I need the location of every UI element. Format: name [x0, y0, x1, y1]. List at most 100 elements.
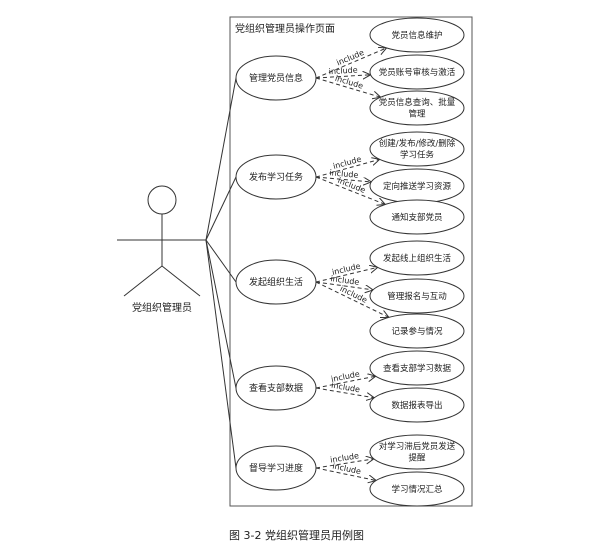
included-use-case[interactable]: 发起线上组织生活 — [369, 240, 465, 276]
included-use-case-ellipse[interactable] — [369, 278, 465, 314]
included-use-case-label: 发起线上组织生活 — [383, 253, 452, 264]
label-line: 管理党员信息 — [249, 72, 303, 84]
included-use-case[interactable]: 记录参与情况 — [369, 313, 465, 349]
label-line: 学习任务 — [400, 150, 435, 161]
use-case-label: 发起组织生活 — [249, 276, 303, 288]
included-use-case[interactable]: 党员账号审核与激活 — [369, 54, 465, 90]
included-use-case[interactable]: 党员信息维护 — [369, 17, 465, 53]
included-use-case-label: 数据报表导出 — [391, 400, 442, 411]
included-use-case-label: 创建/发布/修改/删除学习任务 — [379, 138, 456, 161]
system-title: 党组织管理员操作页面 — [235, 22, 335, 35]
included-use-case-ellipse[interactable] — [369, 350, 465, 386]
include-arrow — [315, 75, 371, 78]
include-label: include — [335, 48, 365, 68]
label-line: 学习情况汇总 — [391, 484, 443, 495]
include-arrow — [315, 281, 373, 290]
included-use-case[interactable]: 党员信息查询、批量管理 — [369, 90, 465, 126]
included-use-case-label: 记录参与情况 — [391, 326, 443, 337]
include-label: include — [330, 274, 360, 287]
included-use-case-label: 通知支部党员 — [391, 212, 442, 223]
included-use-case-ellipse[interactable] — [369, 199, 465, 235]
use-case-label: 发布学习任务 — [249, 171, 303, 183]
association-line — [205, 176, 237, 241]
association-line — [205, 239, 237, 389]
include-arrow — [315, 376, 376, 389]
label-line: 记录参与情况 — [391, 326, 443, 337]
included-use-case[interactable]: 学习情况汇总 — [369, 471, 465, 507]
actor-left-leg — [123, 265, 163, 297]
included-use-case-label: 党员账号审核与激活 — [379, 67, 456, 78]
include-arrow — [315, 48, 387, 79]
label-line: 查看支部数据 — [249, 382, 303, 394]
label-line: 发起线上组织生活 — [383, 253, 452, 264]
include-arrow — [315, 176, 385, 204]
actor-right-leg — [161, 265, 201, 297]
label-line: 管理报名与互动 — [387, 291, 447, 302]
label-line: 定向推送学习资源 — [383, 181, 452, 192]
use-cases: 管理党员信息 include 党员信息维护 include 党员账号审核与激活 inclu… — [205, 17, 465, 507]
label-line: 数据报表导出 — [391, 400, 442, 411]
association-line — [205, 239, 237, 469]
included-use-case[interactable]: 对学习滞后党员发送提醒 — [369, 434, 465, 470]
actor-head — [147, 185, 177, 215]
label-line: 督导学习进度 — [249, 462, 303, 474]
included-use-case-ellipse[interactable] — [369, 240, 465, 276]
use-case-label: 督导学习进度 — [249, 462, 303, 474]
included-use-case-ellipse[interactable] — [369, 90, 465, 126]
included-use-case-ellipse[interactable] — [369, 131, 465, 167]
include-label: include — [334, 74, 364, 91]
label-line: 查看支部学习数据 — [383, 363, 452, 374]
association-line — [205, 239, 237, 283]
included-use-case-ellipse[interactable] — [369, 387, 465, 423]
use-case[interactable]: 督导学习进度 — [235, 445, 317, 491]
use-case[interactable]: 发起组织生活 — [235, 259, 317, 305]
include-arrow — [315, 387, 374, 398]
included-use-case[interactable]: 查看支部学习数据 — [369, 350, 465, 386]
include-label: include — [331, 381, 361, 395]
include-label: include — [329, 168, 359, 180]
include-arrow — [315, 77, 381, 97]
included-use-case-label: 对学习滞后党员发送提醒 — [379, 441, 456, 464]
include-arrow — [315, 176, 371, 182]
included-use-case[interactable]: 管理报名与互动 — [369, 278, 465, 314]
figure-caption: 图 3-2 党组织管理员用例图 — [229, 529, 364, 542]
use-case-diagram: 党组织管理员操作页面 党组织管理员 管理党员信息 include 党员信息维护 inc… — [117, 16, 473, 507]
use-case-label: 管理党员信息 — [249, 72, 303, 84]
included-use-case-ellipse[interactable] — [369, 54, 465, 90]
included-use-case-ellipse[interactable] — [369, 471, 465, 507]
label-line: 发布学习任务 — [249, 171, 303, 183]
include-arrow — [315, 267, 378, 283]
included-use-case[interactable]: 通知支部党员 — [369, 199, 465, 235]
use-case[interactable]: 管理党员信息 — [235, 55, 317, 101]
label-line: 党员信息查询、批量 — [379, 97, 456, 108]
label-line: 提醒 — [408, 453, 426, 464]
included-use-case-ellipse[interactable] — [369, 434, 465, 470]
system-boundary — [229, 16, 473, 507]
label-line: 党员信息维护 — [391, 30, 442, 41]
included-use-case-ellipse[interactable] — [369, 313, 465, 349]
label-line: 管理 — [408, 109, 426, 120]
use-case-label: 查看支部数据 — [249, 382, 303, 394]
label-line: 通知支部党员 — [391, 212, 442, 223]
include-arrow — [315, 459, 374, 469]
included-use-case-ellipse[interactable] — [369, 17, 465, 53]
include-label: include — [328, 66, 358, 77]
label-line: 对学习滞后党员发送 — [379, 441, 456, 452]
included-use-case[interactable]: 数据报表导出 — [369, 387, 465, 423]
use-case[interactable]: 发布学习任务 — [235, 154, 317, 200]
actor: 党组织管理员 — [117, 185, 206, 314]
label-line: 创建/发布/修改/删除 — [379, 138, 456, 149]
included-use-case-label: 学习情况汇总 — [391, 484, 443, 495]
label-line: 发起组织生活 — [249, 276, 303, 288]
included-use-case-label: 管理报名与互动 — [387, 291, 447, 302]
included-use-case-label: 定向推送学习资源 — [383, 181, 452, 192]
use-case[interactable]: 查看支部数据 — [235, 365, 317, 411]
actor-label: 党组织管理员 — [132, 301, 192, 314]
association-line — [205, 77, 237, 241]
included-use-case[interactable]: 创建/发布/修改/删除学习任务 — [369, 131, 465, 167]
included-use-case-label: 查看支部学习数据 — [383, 363, 452, 374]
include-arrow — [315, 467, 376, 481]
included-use-case[interactable]: 定向推送学习资源 — [369, 168, 465, 204]
label-line: 党员账号审核与激活 — [379, 67, 456, 78]
included-use-case-label: 党员信息查询、批量管理 — [379, 97, 456, 120]
